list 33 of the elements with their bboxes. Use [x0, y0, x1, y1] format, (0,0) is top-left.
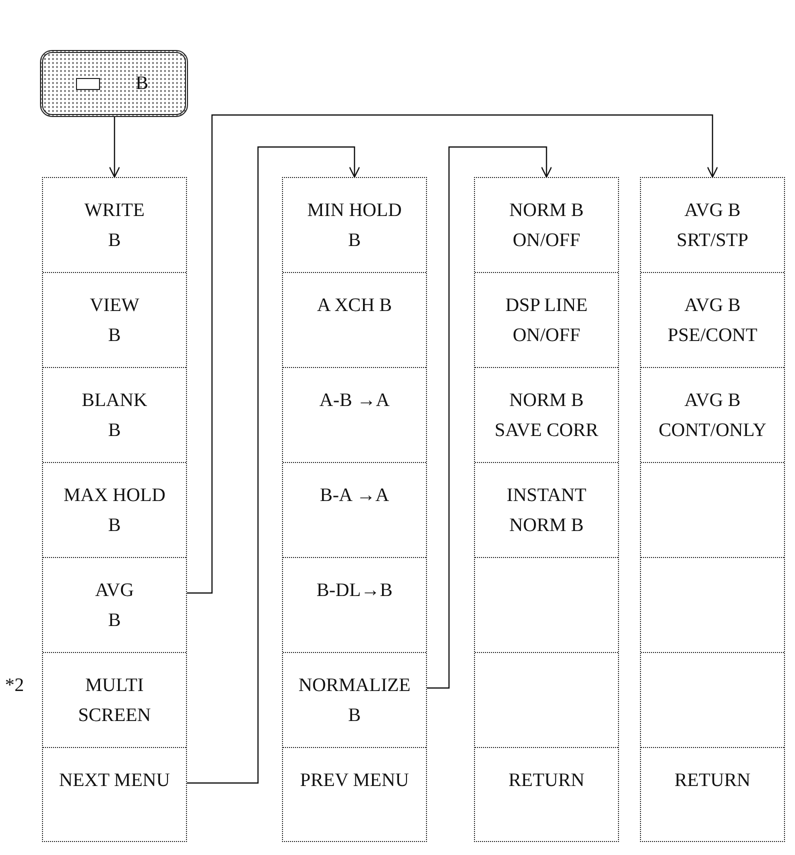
softkey-label: NEXT MENU	[58, 769, 170, 793]
softkey-label: DSP LINE ON/OFF	[505, 294, 588, 348]
softkey-label: A XCH B	[317, 294, 392, 318]
softkey-label: VIEW B	[90, 294, 140, 348]
connector-arrow	[427, 146, 552, 689]
softkey-menu-column	[282, 177, 427, 842]
footnote-mark: *2	[5, 674, 24, 698]
softkey-label: NORMALIZE B	[298, 674, 410, 728]
softkey-label: WRITE B	[84, 199, 145, 253]
connector-arrow	[187, 114, 718, 594]
softkey-label: NORM B SAVE CORR	[494, 389, 598, 443]
softkey-label: AVG B CONT/ONLY	[658, 389, 766, 443]
hard-key	[40, 50, 188, 117]
softkey-label: B-A →A	[320, 484, 390, 508]
softkey-menu-column	[640, 177, 785, 842]
softkey-label: MIN HOLD B	[307, 199, 402, 253]
softkey-label: A-B →A	[319, 389, 390, 413]
softkey-menu-column	[474, 177, 619, 842]
softkey-label: MULTI SCREEN	[78, 674, 151, 728]
softkey-label: PREV MENU	[300, 769, 409, 793]
softkey-label: AVG B	[95, 579, 134, 633]
key-label: B	[134, 72, 150, 96]
softkey-label: INSTANT NORM B	[506, 484, 586, 538]
softkey-label: AVG B PSE/CONT	[668, 294, 758, 348]
connector-arrow	[187, 146, 360, 784]
softkey-label: MAX HOLD B	[64, 484, 166, 538]
softkey-label: BLANK B	[82, 389, 148, 443]
softkey-label: RETURN	[508, 769, 584, 793]
connector-arrow	[108, 117, 120, 178]
softkey-label: B-DL→B	[316, 579, 392, 603]
softkey-label: NORM B ON/OFF	[509, 199, 584, 253]
softkey-label: AVG B SRT/STP	[676, 199, 748, 253]
softkey-label: RETURN	[674, 769, 750, 793]
